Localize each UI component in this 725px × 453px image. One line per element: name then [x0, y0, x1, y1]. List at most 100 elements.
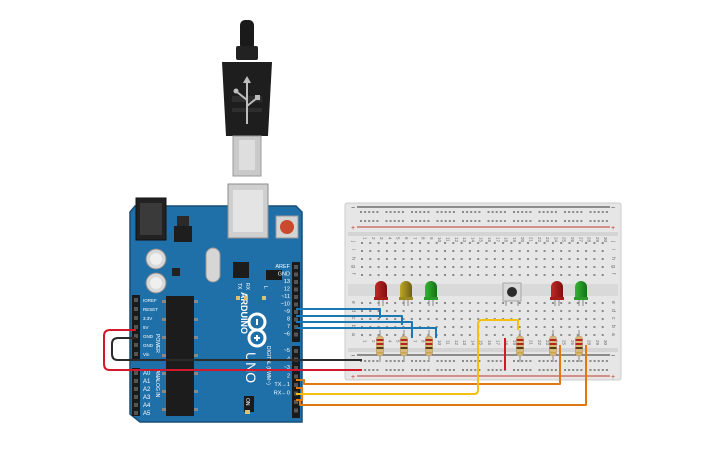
led-green[interactable]	[574, 281, 588, 306]
atmega-chip	[166, 296, 194, 416]
row-letter: d	[350, 309, 356, 312]
column-number: 17	[495, 237, 500, 243]
led-red[interactable]	[374, 281, 388, 306]
row-letter: h	[350, 257, 356, 260]
column-number: 26	[570, 340, 575, 346]
column-number: 25	[562, 340, 567, 346]
column-number: 28	[587, 237, 592, 243]
digital-pin-label: 7	[287, 324, 290, 330]
wire-orange-pin2[interactable]	[296, 345, 587, 406]
usb-cable[interactable]	[222, 20, 272, 177]
resistor[interactable]	[425, 330, 433, 362]
breadboard[interactable]: + − + − − + − + 112233445566778899101011…	[344, 202, 622, 381]
power-pin-label: 5V	[143, 325, 149, 330]
row-letter: e	[350, 301, 356, 304]
digital-section-label: DIGITAL (PWM~)	[265, 346, 271, 385]
analog-pin-label: A0	[143, 371, 151, 377]
row-letter: j	[610, 240, 616, 242]
column-number: 20	[520, 237, 525, 243]
column-number: 16	[487, 237, 492, 243]
column-number: 10	[437, 237, 442, 243]
analog-pin-label: A4	[143, 403, 151, 409]
digital-pin-label: ~11	[281, 294, 290, 300]
analog-pin-label: A2	[143, 387, 151, 393]
reset-button[interactable]	[275, 215, 299, 239]
column-number: 29	[595, 237, 600, 243]
wire-blue-pin10[interactable]	[296, 321, 413, 338]
leds	[374, 281, 588, 306]
column-number: 14	[470, 340, 475, 346]
column-number: 28	[587, 340, 592, 346]
on-led-label: ON	[244, 398, 250, 406]
column-number: 7	[412, 237, 417, 240]
column-number: 11	[446, 340, 451, 345]
row-letter: a	[610, 333, 616, 336]
rail-plus-label: +	[351, 225, 355, 232]
analog-pin-label: A5	[143, 411, 151, 417]
resistor[interactable]	[516, 330, 524, 362]
voltage-regulator	[174, 226, 192, 242]
column-number: 2	[371, 237, 376, 240]
usb-symbol-icon	[233, 76, 260, 124]
column-number: 19	[512, 237, 517, 243]
wire-black-gnd[interactable]	[111, 337, 362, 361]
column-number: 13	[462, 340, 467, 346]
column-number: 9	[429, 237, 434, 240]
row-letter: g	[610, 265, 616, 268]
resistor[interactable]	[575, 330, 583, 362]
crystal-oscillator	[205, 247, 221, 283]
column-number: 3	[379, 237, 384, 240]
column-number: 21	[529, 237, 534, 243]
row-letter: b	[350, 325, 356, 328]
column-number: 22	[537, 237, 542, 243]
column-number: 5	[396, 340, 401, 343]
column-number: 17	[495, 340, 500, 346]
column-number: 23	[545, 340, 550, 346]
wire-red-5v[interactable]	[103, 329, 362, 371]
row-letter: d	[610, 309, 616, 312]
column-number: 14	[470, 237, 475, 243]
digital-pin-label: 12	[284, 287, 290, 293]
row-letter: f	[350, 273, 356, 275]
arduino-uno-board[interactable]: ARDUINO UNO TX RX L ON POWER ANALOG IN I…	[129, 183, 303, 423]
column-number: 19	[512, 340, 517, 346]
column-number: 5	[396, 237, 401, 240]
led-yellow[interactable]	[399, 281, 413, 306]
tx-led-label: TX	[236, 283, 242, 290]
column-number: 26	[570, 237, 575, 243]
led-green[interactable]	[424, 281, 438, 306]
row-letter: e	[610, 301, 616, 304]
column-number: 1	[363, 340, 368, 343]
pushbutton[interactable]	[502, 282, 522, 306]
resistor[interactable]	[376, 330, 384, 362]
column-number: 8	[421, 237, 426, 240]
led-red[interactable]	[550, 281, 564, 306]
digital-pin-label: ~10	[281, 302, 290, 308]
l-led-label: L	[262, 286, 268, 289]
column-number: 15	[479, 340, 484, 346]
row-letter: i	[350, 249, 356, 250]
column-number: 12	[454, 340, 459, 346]
resistor[interactable]	[549, 330, 557, 362]
resistors	[376, 330, 583, 362]
column-number: 23	[545, 237, 550, 243]
row-letter: c	[610, 317, 616, 320]
rail-plus-label: +	[351, 374, 355, 381]
digital-pin-label: 2	[287, 374, 290, 380]
digital-pin-label: RX←0	[274, 391, 290, 397]
column-number: 18	[504, 237, 509, 243]
column-number: 24	[553, 237, 558, 243]
analog-pin-label: A1	[143, 379, 151, 385]
digital-pin-label: 13	[284, 279, 290, 285]
wire-orange-pin4[interactable]	[296, 345, 561, 385]
column-number: 4	[387, 237, 392, 240]
resistor[interactable]	[400, 330, 408, 362]
rail-minus-label: −	[611, 205, 615, 212]
row-letter: h	[610, 257, 616, 260]
column-number: 16	[487, 340, 492, 346]
wire-blue-pin9[interactable]	[296, 327, 437, 338]
wire-yellow-pin3[interactable]	[296, 319, 519, 395]
analog-section-label: ANALOG IN	[154, 370, 160, 398]
row-letter: j	[350, 240, 356, 242]
